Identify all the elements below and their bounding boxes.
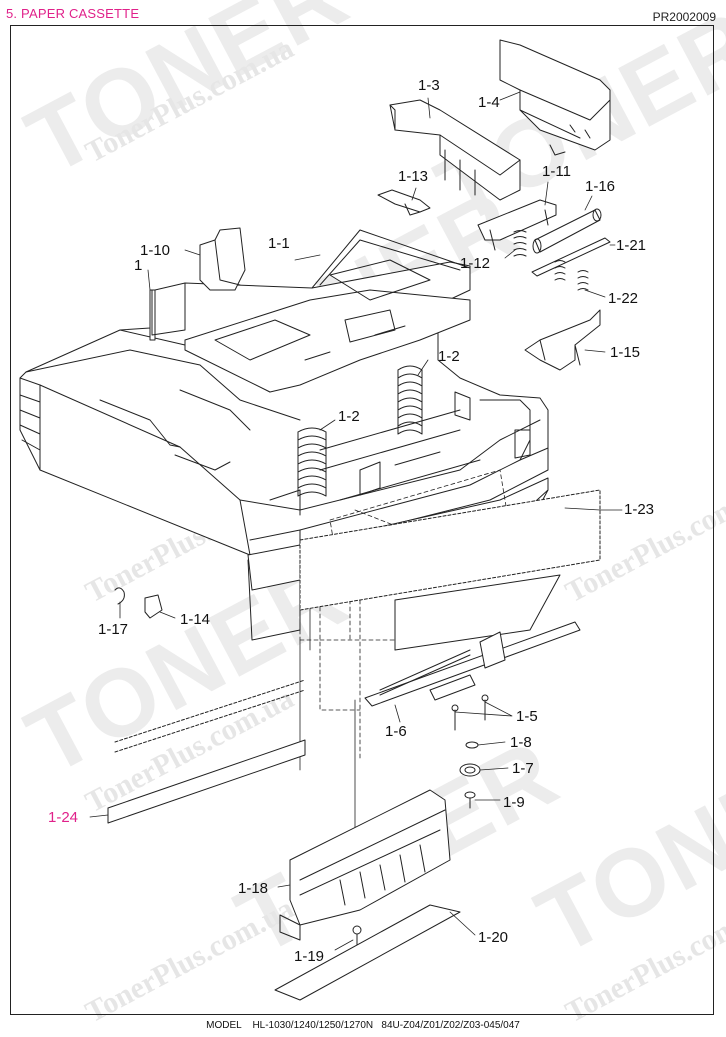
label-part-1-2b: 1-2: [338, 408, 360, 425]
part-1-18: [279, 789, 451, 941]
part-1-14: [144, 594, 163, 619]
spring-1-2a: [397, 365, 423, 435]
label-part-1-24: 1-24: [48, 809, 79, 826]
label-part-1-23: 1-23: [624, 501, 655, 518]
label-part-1-18: 1-18: [238, 880, 269, 897]
part-1-17: [114, 587, 125, 605]
part-1-22: [554, 260, 589, 291]
part-1-21: [531, 237, 611, 277]
label-part-1-2a: 1-2: [438, 348, 460, 365]
label-part-1-5: 1-5: [516, 708, 538, 725]
part-1-9: [464, 791, 476, 809]
label-part-1-22: 1-22: [608, 290, 639, 307]
label-part-1-10: 1-10: [140, 242, 171, 259]
part-1-23: [299, 489, 601, 651]
label-part-1-9: 1-9: [503, 794, 525, 811]
section-title: 5. PAPER CASSETTE: [6, 6, 140, 21]
part-1-12: [513, 230, 527, 257]
label-part-1-1: 1-1: [268, 235, 290, 252]
part-1-4: [499, 39, 611, 156]
label-part-1-20: 1-20: [478, 929, 509, 946]
label-part-1-21: 1-21: [616, 237, 647, 254]
part-1-19: [352, 925, 362, 946]
label-part-1-13: 1-13: [398, 168, 429, 185]
label-part-1-3: 1-3: [418, 77, 440, 94]
label-part-1-15: 1-15: [610, 344, 641, 361]
label-part-1-7: 1-7: [512, 760, 534, 777]
diagram-frame: [10, 25, 714, 1015]
part-1-3: [389, 99, 521, 201]
label-part-1-19: 1-19: [294, 948, 325, 965]
part-1-6: [364, 621, 581, 707]
part-1-24: [107, 679, 306, 824]
part-1-16: [532, 208, 602, 254]
label-part-1: 1: [134, 257, 143, 274]
part-1-11: [477, 199, 557, 251]
label-part-1-4: 1-4: [478, 94, 500, 111]
label-part-1-11: 1-11: [542, 163, 571, 180]
part-1-7: [459, 763, 481, 777]
model-footer: MODEL HL-1030/1240/1250/1270N 84U-Z04/Z0…: [206, 1020, 520, 1031]
part-1-10: [199, 227, 246, 291]
part-1-13: [377, 189, 431, 216]
leader-lines: [89, 91, 623, 951]
part-1-5: [429, 674, 489, 731]
document-code: PR2002009: [652, 10, 716, 24]
spring-1-2b: [297, 427, 327, 497]
label-part-1-6: 1-6: [385, 723, 407, 740]
part-1-20: [274, 904, 461, 1001]
part-1-8: [465, 741, 479, 749]
label-part-1-12: 1-12: [460, 255, 491, 272]
label-part-1-16: 1-16: [585, 178, 616, 195]
label-part-1-8: 1-8: [510, 734, 532, 751]
part-1-15: [524, 309, 601, 371]
label-part-1-14: 1-14: [180, 611, 211, 628]
label-part-1-17: 1-17: [98, 621, 129, 638]
